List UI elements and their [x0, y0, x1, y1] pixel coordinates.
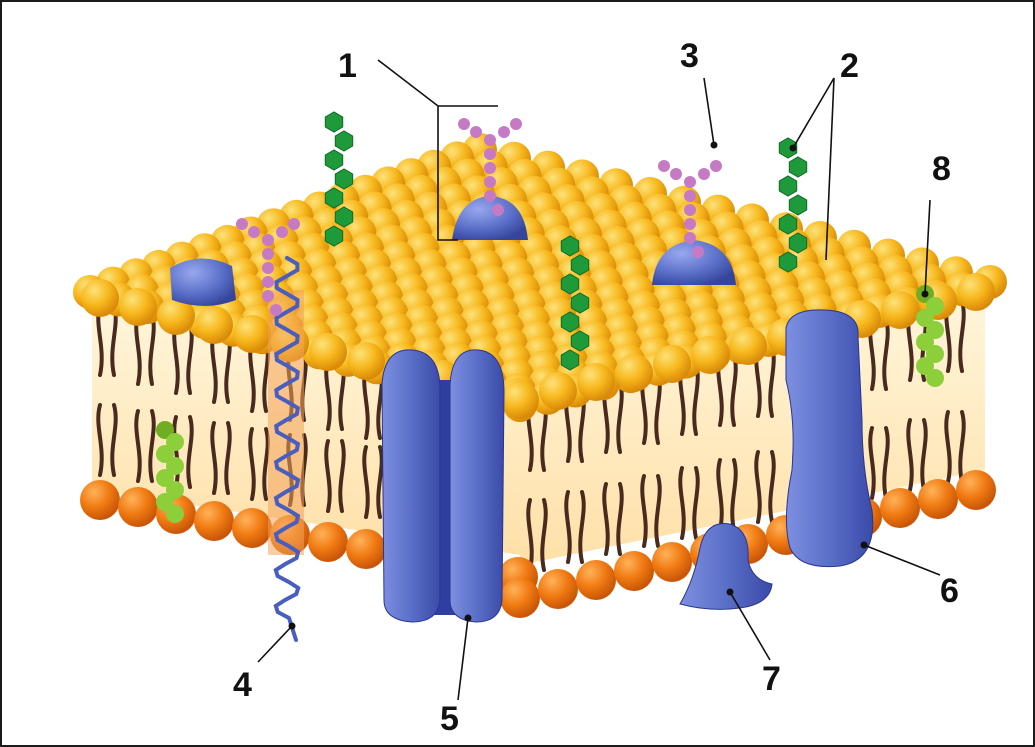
phospholipid-head	[615, 354, 653, 392]
phospholipid-head	[194, 501, 234, 541]
phospholipid-head	[232, 508, 272, 548]
label-3: 3	[680, 37, 718, 149]
phospholipid-head	[653, 345, 691, 383]
phospholipid-head	[539, 372, 577, 410]
phospholipid-head	[233, 315, 271, 353]
phospholipid-head	[614, 551, 654, 591]
phospholipid-head	[576, 560, 616, 600]
phospholipid-head	[880, 488, 920, 528]
phospholipid-head	[881, 291, 919, 329]
label-7-text: 7	[762, 660, 781, 698]
phospholipid-head	[195, 306, 233, 344]
phospholipid-head	[918, 479, 958, 519]
label-6-text: 6	[940, 572, 959, 610]
label-4: 4	[233, 623, 296, 705]
cholesterol	[916, 285, 944, 387]
peripheral-protein-top-left	[170, 258, 236, 306]
phospholipid-head	[538, 569, 578, 609]
phospholipid-head	[118, 487, 158, 527]
phospholipid-head	[309, 333, 347, 371]
phospholipid-head	[346, 529, 386, 569]
phospholipid-head	[729, 327, 767, 365]
phospholipid-head	[691, 336, 729, 374]
label-2-text: 2	[840, 47, 859, 85]
label-5-text: 5	[440, 700, 459, 738]
phospholipid-head	[956, 470, 996, 510]
phospholipid-head	[577, 363, 615, 401]
label-1-text: 1	[338, 47, 357, 85]
phospholipid-head	[501, 381, 539, 419]
label-8-text: 8	[932, 150, 951, 188]
label-6: 6	[861, 542, 959, 611]
phospholipid-head	[347, 342, 385, 380]
phospholipid-head	[500, 578, 540, 618]
channel-protein	[382, 350, 504, 622]
cholesterol	[156, 421, 184, 523]
phospholipid-head	[652, 542, 692, 582]
phospholipid-head	[957, 273, 995, 311]
label-3-text: 3	[680, 37, 699, 75]
phospholipid-head	[81, 279, 119, 317]
phospholipid-head	[308, 522, 348, 562]
phospholipid-head	[80, 480, 120, 520]
label-5: 5	[440, 615, 472, 739]
phospholipid-head	[119, 288, 157, 326]
label-4-text: 4	[233, 666, 252, 704]
